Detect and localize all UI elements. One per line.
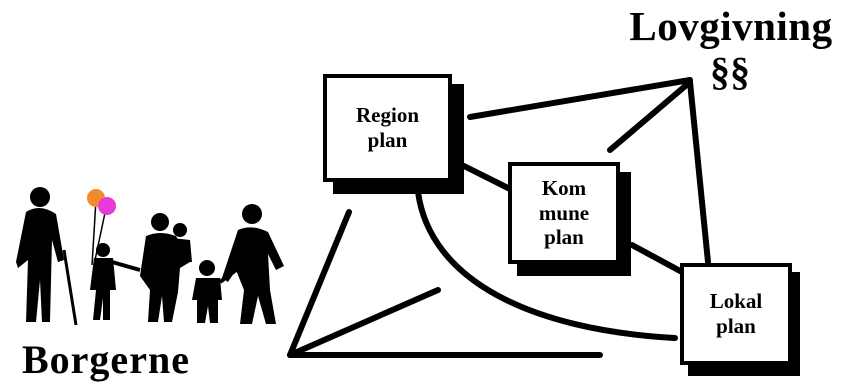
line-citizens-to-region bbox=[287, 209, 352, 358]
citizens-label: Borgerne bbox=[22, 337, 190, 382]
balloon-pink-icon bbox=[98, 197, 116, 215]
elderly-man-icon bbox=[16, 187, 78, 326]
kommune-plan-line2: mune bbox=[538, 200, 590, 225]
legislation-title: Lovgivning bbox=[629, 3, 833, 49]
lokal-plan-line1: Lokal bbox=[709, 289, 763, 314]
line-lokal-to-law bbox=[687, 79, 711, 265]
region-plan-line2: plan bbox=[367, 128, 408, 152]
lokal-plan-box: Lokal plan bbox=[680, 263, 792, 365]
region-plan-line1: Region bbox=[356, 103, 419, 128]
law-symbol: §§ bbox=[710, 49, 750, 94]
kommune-plan-line3: plan bbox=[544, 225, 584, 250]
line-citizens-to-kommune bbox=[287, 287, 441, 358]
line-region-to-kommune bbox=[455, 160, 515, 193]
child-with-balloons-icon bbox=[90, 199, 141, 320]
kommune-plan-box: Kom mune plan bbox=[508, 162, 620, 264]
line-kommune-to-law bbox=[607, 79, 693, 153]
adult-carrying-child-icon bbox=[140, 213, 192, 322]
line-kommune-to-lokal bbox=[629, 242, 685, 275]
lokal-plan-line2: plan bbox=[716, 314, 756, 338]
curve-region-to-lokal bbox=[415, 189, 678, 341]
walking-adult-icon bbox=[222, 204, 284, 324]
kommune-plan-line1: Kom bbox=[541, 175, 587, 200]
region-plan-box: Region plan bbox=[323, 74, 452, 182]
people-silhouettes bbox=[16, 187, 284, 326]
line-region-to-law bbox=[467, 77, 693, 120]
